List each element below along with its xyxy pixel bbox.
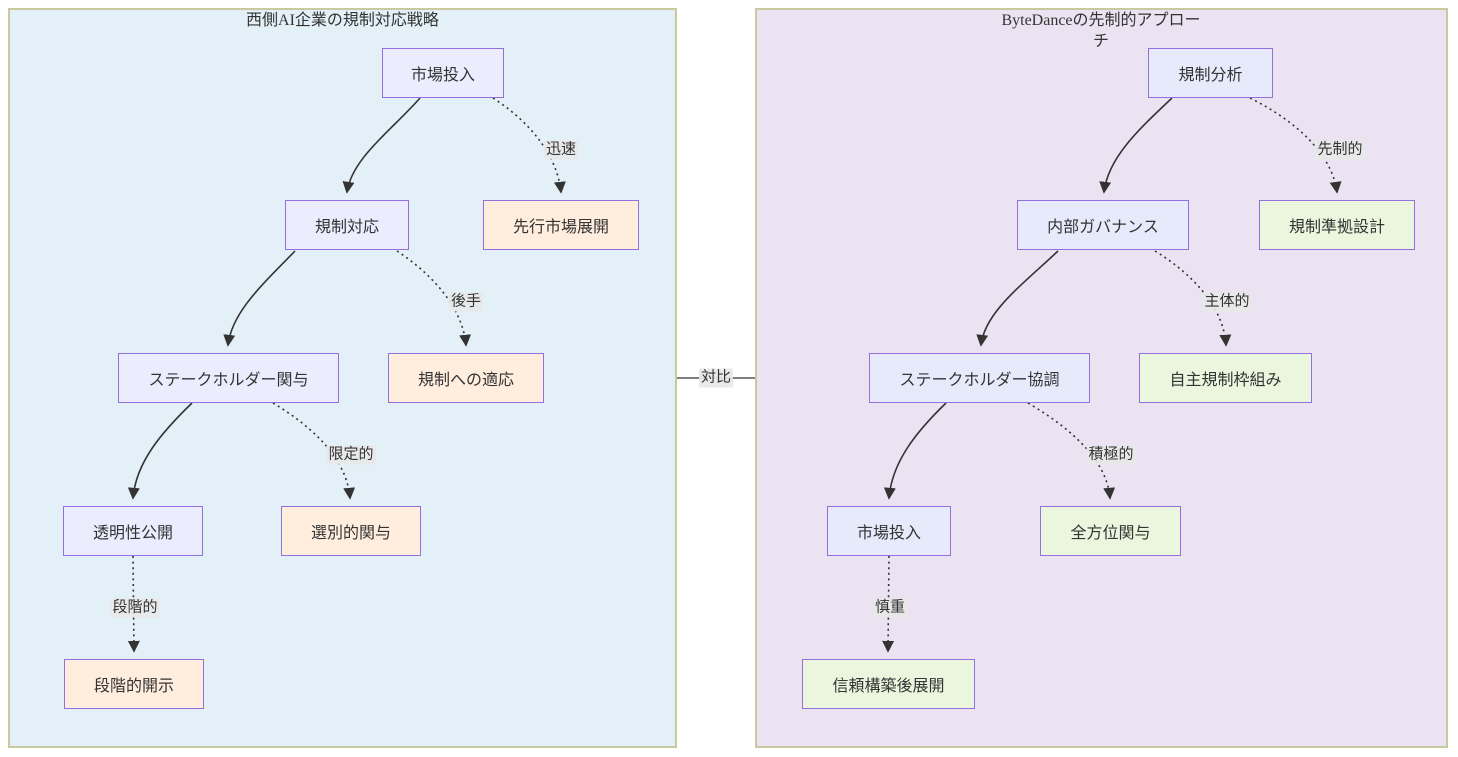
node-self-regulation-framework: 自主規制枠組み bbox=[1139, 353, 1312, 403]
panel-bytedance-approach bbox=[755, 8, 1448, 748]
edge-label-contrast: 対比 bbox=[698, 368, 734, 388]
node-compliance-by-design: 規制準拠設計 bbox=[1259, 200, 1415, 250]
node-phased-disclosure: 段階的開示 bbox=[64, 659, 204, 709]
node-regulatory-analysis: 規制分析 bbox=[1148, 48, 1273, 98]
node-all-around-engagement: 全方位関与 bbox=[1040, 506, 1181, 556]
edge-label-swift: 迅速 bbox=[543, 140, 579, 160]
node-stakeholder-engagement: ステークホルダー関与 bbox=[118, 353, 339, 403]
node-internal-governance: 内部ガバナンス bbox=[1017, 200, 1189, 250]
node-market-entry-bytedance: 市場投入 bbox=[827, 506, 951, 556]
node-stakeholder-collaboration: ステークホルダー協調 bbox=[869, 353, 1090, 403]
node-market-entry: 市場投入 bbox=[382, 48, 504, 98]
edge-label-reactive: 後手 bbox=[448, 292, 484, 312]
node-trust-building-rollout: 信頼構築後展開 bbox=[802, 659, 975, 709]
panel-western-strategy bbox=[8, 8, 677, 748]
edge-label-preemptive: 先制的 bbox=[1315, 140, 1365, 160]
node-transparency-disclosure: 透明性公開 bbox=[63, 506, 203, 556]
node-adaptation-to-regulation: 規制への適応 bbox=[388, 353, 544, 403]
edge-label-phased: 段階的 bbox=[110, 598, 160, 618]
node-selective-engagement: 選別的関与 bbox=[281, 506, 421, 556]
edge-label-proactive: 主体的 bbox=[1202, 292, 1252, 312]
panel-title-western: 西側AI企業の規制対応戦略 bbox=[246, 12, 439, 29]
edge-label-active: 積極的 bbox=[1086, 445, 1136, 465]
edge-label-limited: 限定的 bbox=[326, 445, 376, 465]
node-early-market-expansion: 先行市場展開 bbox=[483, 200, 639, 250]
panel-title-bytedance: ByteDanceの先制的アプローチ bbox=[1001, 12, 1201, 50]
node-regulatory-response: 規制対応 bbox=[285, 200, 409, 250]
edge-label-cautious: 慎重 bbox=[872, 598, 908, 618]
